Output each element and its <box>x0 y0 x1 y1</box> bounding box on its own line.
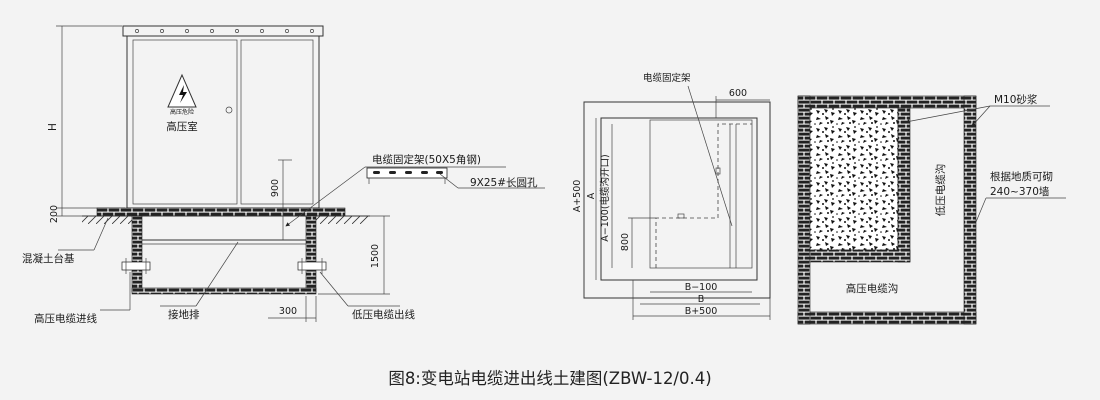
dim-600: 600 <box>729 88 747 99</box>
dim-900: 900 <box>270 179 281 197</box>
inner-wall-horizontal <box>809 249 911 263</box>
dim-200: 200 <box>49 205 60 223</box>
trench-floor <box>131 287 317 295</box>
plan-inner <box>600 117 758 281</box>
dim-a500: A+500 <box>572 180 583 213</box>
cabinet-body <box>126 35 320 209</box>
trench-wall-right <box>305 215 317 293</box>
dim-a100: A−100(电缆沟开口) <box>599 154 611 242</box>
lv-cable-out-label: 低压电缆出线 <box>352 308 415 321</box>
cabinet-base <box>96 207 346 217</box>
plan-bracket-label: 电缆固定架 <box>643 72 691 84</box>
cabinet-door <box>132 39 238 205</box>
hv-trench-label: 高压电缆沟 <box>846 282 899 295</box>
dim-b: B <box>698 294 705 305</box>
plan-dashed-trench <box>655 123 752 268</box>
roof-bolts <box>135 29 314 33</box>
figure-caption: 图8:变电站电缆进出线土建图(ZBW-12/0.4) <box>388 369 711 388</box>
elevation-view: 高压危险 高压室 H 200 900 <box>22 25 545 325</box>
hv-cable-in-label: 高压电缆进线 <box>34 312 97 325</box>
geology-note: 根据地质可砌 <box>990 170 1053 183</box>
dim-800: 800 <box>620 233 631 251</box>
gravel-fill <box>809 107 899 251</box>
hv-cable-pipe <box>121 261 151 271</box>
dim-h: H <box>47 123 59 131</box>
warning-sign-text: 高压危险 <box>170 108 194 116</box>
plan-view: 电缆固定架 600 A+500 A A−100(电缆沟开口) 800 B−100… <box>572 72 771 320</box>
dim-300: 300 <box>279 306 297 317</box>
mortar-label: M10砂浆 <box>994 93 1038 106</box>
dim-b500: B+500 <box>685 306 718 317</box>
wall-range-note: 240~370墙 <box>990 185 1050 198</box>
trench-frame-top <box>797 95 977 109</box>
room-label: 高压室 <box>166 120 198 133</box>
trench-plan: 低压电缆沟 高压电缆沟 M10砂浆 根据地质可砌 240~370墙 <box>797 93 1066 325</box>
concrete-base-label: 混凝土台基 <box>22 252 75 265</box>
lv-trench-label: 低压电缆沟 <box>934 164 947 217</box>
dim-b100: B−100 <box>685 282 718 293</box>
slot-hole-label: 9X25#长圆孔 <box>470 176 538 189</box>
lightning-icon <box>179 85 187 103</box>
cabinet-roof <box>122 25 324 37</box>
dim-1500: 1500 <box>370 244 381 268</box>
dim-a: A <box>586 192 597 199</box>
cabinet-door-right <box>240 39 314 205</box>
trench-frame-right <box>963 95 977 325</box>
inner-wall-vertical <box>897 107 911 263</box>
plan-trench-opening <box>649 119 753 269</box>
ground-bar-label: 接地排 <box>168 308 200 321</box>
trench-frame-left <box>797 95 811 325</box>
cable-bracket-label: 电缆固定架(50X5角钢) <box>372 153 481 166</box>
trench-frame-bottom <box>797 311 977 325</box>
bracket-detail <box>366 167 448 184</box>
door-handle <box>225 106 233 114</box>
lv-cable-pipe <box>297 261 327 271</box>
trench-wall-left <box>131 215 143 293</box>
